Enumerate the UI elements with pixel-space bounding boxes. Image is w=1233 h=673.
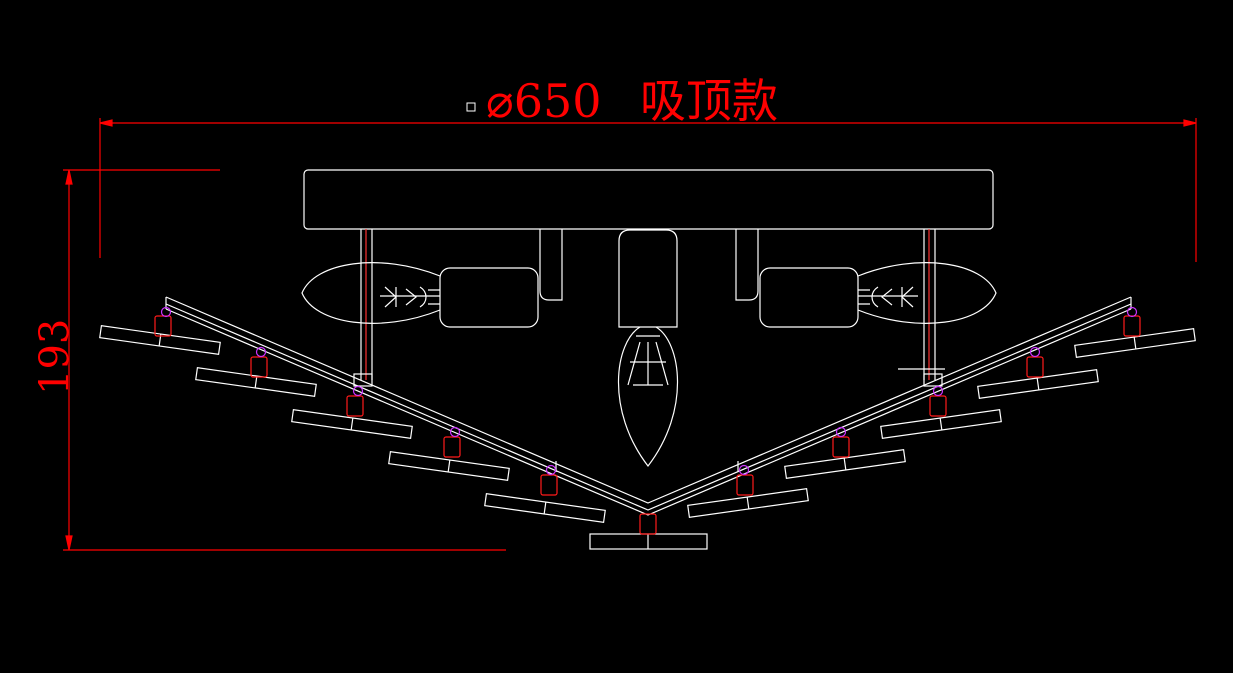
fixture <box>99 169 1196 550</box>
crystal-clips <box>154 306 1141 535</box>
left-bulb-assembly <box>301 229 563 328</box>
center-bulb-assembly <box>617 229 679 467</box>
height-dimension <box>63 169 506 551</box>
width-dimension-label: ⌀650 <box>486 74 602 128</box>
width-dimension <box>99 118 1197 262</box>
crystal-plates-left <box>99 325 606 523</box>
right-support-rod <box>898 229 945 380</box>
left-support-rod <box>360 229 373 380</box>
right-bulb-assembly <box>735 229 997 328</box>
crystal-plates-right <box>687 328 1196 518</box>
height-dimension-label: 193 <box>32 319 78 395</box>
crystal-plate-bottom <box>589 533 708 550</box>
drawing-title: 吸顶款 <box>640 74 778 128</box>
insertion-point-marker <box>466 102 476 112</box>
v-frame <box>165 296 1132 516</box>
ceiling-canopy <box>303 169 994 230</box>
